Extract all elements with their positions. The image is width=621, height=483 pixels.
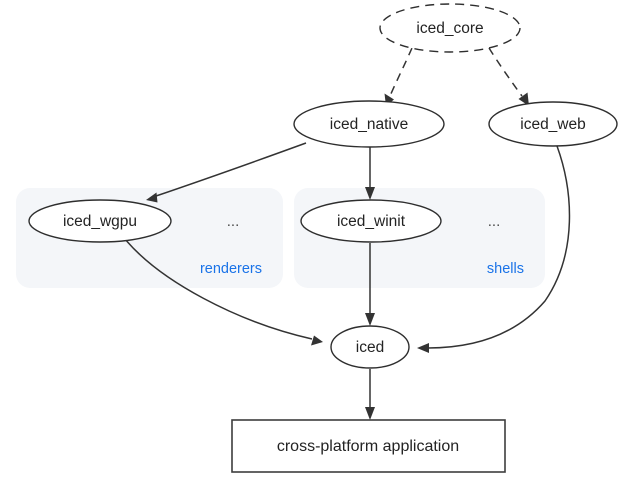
edge-iced-wgpu-to-iced-arrowhead: [311, 335, 323, 346]
edge-iced-native-to-iced-wgpu-arrowhead: [146, 192, 158, 203]
cluster-shells-ellipsis: ...: [488, 213, 501, 230]
node-iced-wgpu[interactable]: iced_wgpu: [28, 199, 172, 243]
edge-iced-core-to-iced-web-arrowhead: [518, 92, 529, 106]
edge-iced-winit-to-iced: [365, 243, 375, 326]
node-iced-core-shape[interactable]: [379, 3, 521, 53]
edge-iced-core-to-iced-native: [384, 47, 413, 106]
node-iced-shape[interactable]: [330, 325, 410, 369]
edge-iced-wgpu-to-iced: [124, 238, 323, 346]
edge-iced-to-application: [365, 369, 375, 420]
edge-iced-native-to-iced-wgpu: [146, 142, 307, 203]
node-iced-wgpu-label: iced_wgpu: [63, 213, 137, 230]
edge-iced-native-to-iced-wgpu-line: [155, 142, 307, 197]
node-iced-core-label: iced_core: [416, 20, 483, 37]
node-iced-web-label: iced_web: [520, 116, 586, 133]
node-iced-native-shape[interactable]: [293, 100, 445, 148]
node-iced-label: iced: [356, 339, 384, 356]
node-iced-native[interactable]: iced_native: [293, 100, 445, 148]
node-cross-platform-application[interactable]: cross-platform application: [231, 419, 506, 473]
node-iced-web[interactable]: iced_web: [488, 101, 618, 147]
node-iced-winit[interactable]: iced_winit: [300, 199, 442, 243]
edge-iced-core-to-iced-native-line: [389, 47, 413, 97]
cluster-shells-label: shells: [487, 261, 524, 277]
node-iced-wgpu-shape[interactable]: [28, 199, 172, 243]
edge-iced-wgpu-to-iced-line: [124, 238, 313, 340]
node-cross-platform-application-label: cross-platform application: [277, 438, 459, 455]
edge-iced-web-to-iced: [417, 145, 571, 353]
edge-iced-native-to-iced-winit: [365, 147, 375, 200]
node-iced-winit-label: iced_winit: [337, 213, 406, 230]
node-iced-native-label: iced_native: [330, 116, 408, 133]
node-iced-web-shape[interactable]: [488, 101, 618, 147]
cluster-renderers-label: renderers: [200, 261, 262, 277]
edge-iced-native-to-iced-winit-arrowhead: [365, 187, 375, 200]
edge-iced-core-to-iced-web: [488, 47, 529, 106]
edge-iced-winit-to-iced-arrowhead: [365, 313, 375, 326]
edge-iced-web-to-iced-arrowhead: [417, 343, 429, 353]
edge-iced-core-to-iced-web-line: [488, 47, 523, 97]
node-iced-winit-shape[interactable]: [300, 199, 442, 243]
node-iced-core[interactable]: iced_core: [379, 3, 521, 53]
edge-iced-to-application-arrowhead: [365, 407, 375, 420]
node-cross-platform-application-shape[interactable]: [231, 419, 506, 473]
node-iced[interactable]: iced: [330, 325, 410, 369]
edge-iced-web-to-iced-line: [427, 145, 571, 349]
cluster-renderers-ellipsis: ...: [227, 213, 240, 230]
